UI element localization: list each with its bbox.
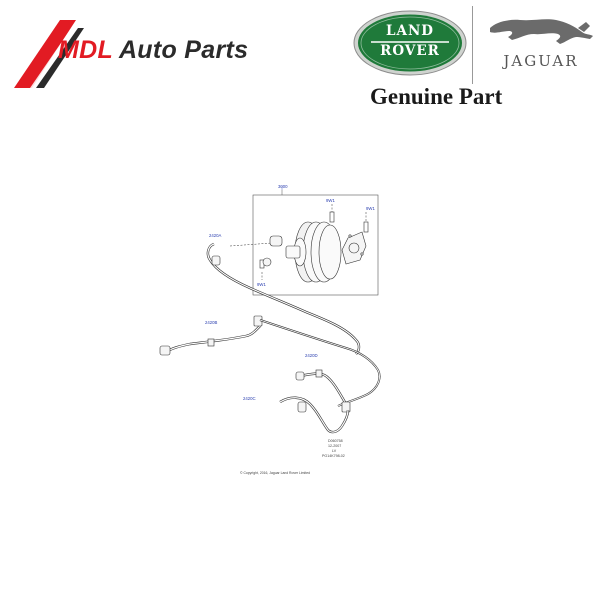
copyright-notice: © Copyright, 2016, Jaguar Land Rover Lim… bbox=[240, 471, 310, 475]
mdl-logo bbox=[14, 20, 84, 88]
land-rover-logo bbox=[353, 10, 467, 76]
brand-auto-parts: Auto Parts bbox=[118, 36, 249, 64]
booster-mounting-flange bbox=[341, 231, 367, 265]
ref-line2: 12-2007 bbox=[328, 444, 341, 448]
callout-9w1-right: 9W1 bbox=[366, 206, 375, 211]
callout-9w1-bottom: 9W1 bbox=[257, 282, 266, 287]
vacuum-hose-2420c bbox=[279, 396, 350, 434]
jaguar-wordmark: JAGUAR bbox=[503, 52, 579, 70]
vacuum-pipe bbox=[259, 319, 381, 407]
callout-9w1-top: 9W1 bbox=[326, 198, 335, 203]
ref-line4: PG14K798-02 bbox=[322, 454, 345, 458]
land-rover-line2: ROVER bbox=[380, 43, 440, 59]
ref-line3: LV bbox=[332, 449, 337, 453]
callout-2420d: 2420D bbox=[305, 353, 318, 358]
callout-3000: 3000 bbox=[278, 184, 288, 189]
booster-assembly-box bbox=[252, 194, 379, 296]
callout-2420a: 2420A bbox=[209, 233, 222, 238]
parts-diagram: 3000 9W1 9W1 9W1 2420A 2420B 2420D 2420C… bbox=[159, 184, 381, 475]
vacuum-check-valve bbox=[262, 235, 283, 267]
ref-line1: D060758 bbox=[328, 439, 343, 443]
callout-2420b: 2420B bbox=[205, 320, 218, 325]
land-rover-line1: LAND bbox=[385, 23, 434, 39]
genuine-part-label: Genuine Part bbox=[370, 84, 503, 109]
logo-divider bbox=[472, 6, 473, 84]
callout-2420c: 2420C bbox=[243, 396, 256, 401]
leaping-jaguar-icon bbox=[490, 19, 593, 44]
vacuum-hose-2420d bbox=[299, 372, 348, 405]
mdl-swoosh-icon bbox=[14, 20, 76, 88]
brand-name: MDL Auto Parts bbox=[58, 36, 248, 65]
brake-booster bbox=[285, 221, 342, 283]
brand-mdl: MDL bbox=[58, 36, 113, 64]
